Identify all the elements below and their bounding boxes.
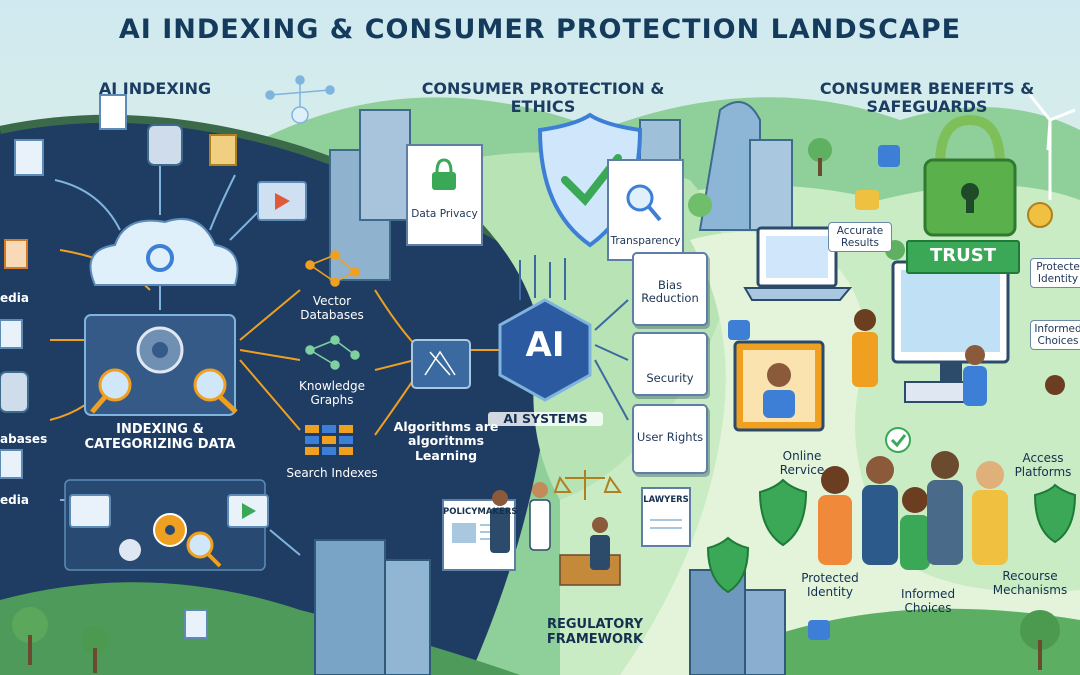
accurate-results-card: Accurate Results	[828, 222, 892, 253]
scales-icon	[553, 470, 622, 500]
informed-choices-label: Informed Choices	[900, 587, 956, 615]
checkmark-icon	[885, 427, 911, 453]
section-title-ai-indexing: AI INDEXING	[98, 79, 212, 98]
knowledge-graph-icon	[305, 335, 360, 370]
bias-reduction-card: Bias Reduction	[632, 252, 708, 326]
search-index-icon	[305, 425, 353, 455]
transparency-document	[607, 159, 684, 261]
policymakers-label: POLICYMAKERS	[443, 507, 518, 517]
shield-thumb-icon	[758, 478, 1077, 547]
search-indexes-label: Search Indexes	[286, 466, 378, 480]
gear-icon	[119, 513, 187, 561]
protected-identity-card: Protecte Identity	[1030, 258, 1080, 289]
section-title-consumer-protection: CONSUMER PROTECTION & ETHICS	[421, 79, 665, 117]
algorithms-label: Algorithms are algoritnms Learning	[393, 419, 499, 463]
video-call-screen	[733, 340, 825, 432]
laptop-icon	[743, 226, 853, 301]
user-rights-card: User Rights	[632, 404, 708, 474]
ai-core-label: AI	[525, 325, 565, 365]
side-label-media-2: edia	[0, 493, 29, 507]
network-icon	[265, 75, 335, 124]
recourse-mechanisms-label: Recourse Mechanisms	[992, 569, 1068, 597]
protected-identity-label: Protected Identity	[801, 571, 859, 599]
algorithm-chip-icon	[411, 339, 471, 389]
user-rights-label: User Rights	[636, 430, 704, 444]
vector-database-icon	[305, 250, 360, 287]
wind-turbine	[1028, 94, 1076, 200]
section-title-consumer-benefits: CONSUMER BENEFITS & SAFEGUARDS	[819, 79, 1035, 117]
bias-reduction-label: Bias Reduction	[641, 278, 699, 306]
ai-connector-lines	[519, 255, 629, 421]
lawyers-board	[641, 487, 691, 547]
indexing-categorizing-label: INDEXING & CATEGORIZING DATA	[84, 422, 236, 452]
people-figures	[490, 482, 621, 586]
online-service-label: Online Rervice	[779, 449, 825, 477]
ai-core-icon	[498, 298, 592, 402]
thumbs-up-icons	[728, 145, 900, 640]
trust-banner: TRUST	[906, 240, 1020, 274]
database-icon	[0, 124, 183, 413]
padlock-icon	[923, 114, 1017, 237]
trees	[12, 138, 1060, 673]
transparency-label: Transparency	[610, 235, 681, 247]
side-label-databases: abases	[0, 432, 48, 446]
file-icons	[0, 94, 237, 639]
lawyers-label: LAWYERS	[643, 495, 689, 505]
people-group	[818, 309, 1065, 570]
gear-icon	[136, 326, 184, 374]
security-card: Security	[632, 332, 708, 396]
side-label-media: edia	[0, 291, 29, 305]
data-privacy-label: Data Privacy	[411, 208, 478, 220]
magnifier-icon	[90, 368, 238, 414]
vector-databases-label: Vector Databases	[300, 294, 364, 322]
informed-choices-card: Informed Choices	[1030, 320, 1080, 351]
security-label: Security	[646, 371, 694, 385]
shield-icon	[706, 536, 750, 594]
smiley-icon	[1027, 202, 1053, 228]
access-platforms-label: Access Platforms	[1014, 451, 1072, 479]
data-privacy-document	[406, 144, 483, 246]
monitor-icon	[891, 260, 1010, 403]
magnifier-icon	[186, 531, 222, 568]
page-title: AI INDEXING & CONSUMER PROTECTION LANDSC…	[118, 14, 962, 45]
regulatory-framework-label: REGULATORY FRAMEWORK	[546, 617, 644, 647]
cloud-gear-icon	[89, 217, 239, 286]
window-icon	[69, 494, 111, 528]
ai-systems-label: AI SYSTEMS	[488, 411, 603, 427]
knowledge-graphs-label: Knowledge Graphs	[299, 379, 365, 407]
